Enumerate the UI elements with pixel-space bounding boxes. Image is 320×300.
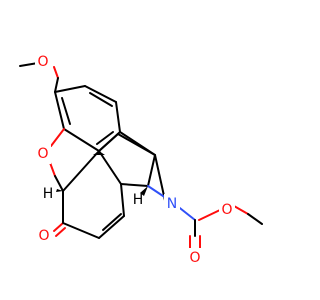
stereo-wedge xyxy=(56,189,63,192)
atom-o-methoxy: O xyxy=(37,54,48,70)
bond xyxy=(96,131,114,145)
stereo-h-left: H xyxy=(43,186,54,202)
atom-background xyxy=(35,144,51,164)
bond xyxy=(115,101,121,133)
bond xyxy=(53,66,59,79)
bond xyxy=(50,128,65,147)
bond xyxy=(54,85,86,93)
atom-o-carbonyl: O xyxy=(189,250,200,266)
atom-background xyxy=(187,248,203,268)
bond xyxy=(247,213,263,225)
molecule-drawing: O O O N O O H H xyxy=(19,52,263,268)
atom-background xyxy=(35,52,51,72)
bond xyxy=(147,185,167,199)
bond xyxy=(61,97,71,125)
bond xyxy=(98,150,122,185)
bond xyxy=(53,222,64,232)
stereo-wedge xyxy=(93,151,105,155)
atom-background xyxy=(164,194,180,214)
atom-n-ring: N xyxy=(167,196,177,212)
bond xyxy=(198,209,221,221)
atom-o-ketone: O xyxy=(38,228,49,244)
bond xyxy=(89,92,113,107)
bond xyxy=(54,91,65,130)
bond xyxy=(62,222,100,239)
atom-o-ester: O xyxy=(221,202,232,218)
atom-o-bridge: O xyxy=(37,146,48,162)
bond xyxy=(98,133,119,152)
bond xyxy=(119,131,156,156)
bond xyxy=(120,183,125,217)
atom-background xyxy=(219,200,235,220)
bond xyxy=(120,183,149,187)
bond xyxy=(84,85,117,103)
bond xyxy=(98,215,125,239)
bond xyxy=(233,205,249,215)
bond xyxy=(147,154,156,187)
stereo-h-right: H xyxy=(133,192,144,208)
stereo-wedge xyxy=(140,186,148,196)
bond xyxy=(54,175,64,192)
bond xyxy=(62,150,100,192)
atom-background xyxy=(36,226,52,246)
bond xyxy=(55,227,66,237)
bond xyxy=(54,77,59,93)
bond xyxy=(63,128,100,152)
structure-canvas: O O O N O O H H xyxy=(19,52,263,268)
bond xyxy=(102,213,122,231)
